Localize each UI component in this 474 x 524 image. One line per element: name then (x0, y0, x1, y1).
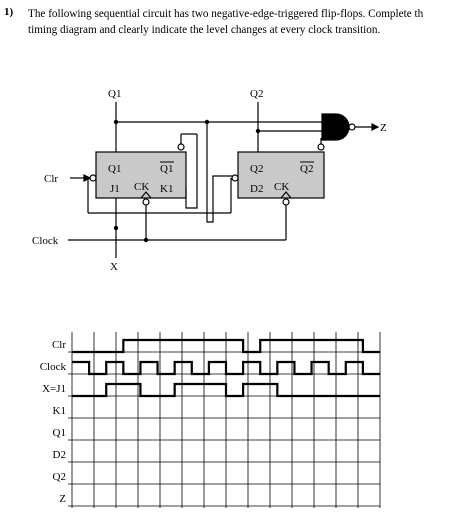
timing-row-label: Q1 (53, 427, 66, 439)
clr-bubble-2 (231, 174, 239, 182)
clr-arrow (83, 174, 92, 182)
ff2-d-label: D2 (250, 183, 263, 195)
timing-row-label: X=J1 (42, 383, 66, 395)
z-arrow (371, 123, 380, 131)
ck2-triangle (280, 191, 292, 199)
clock-waveform (72, 360, 380, 376)
ck1-triangle (140, 191, 152, 199)
label-q1-top: Q1 (108, 88, 121, 100)
ff1-q-label: Q1 (108, 163, 121, 175)
junction-dots (113, 119, 261, 243)
x-j1-waveform (72, 382, 380, 398)
timing-row-label: Clock (40, 361, 67, 373)
timing-row-label: K1 (53, 405, 66, 417)
and-gate-bubble (348, 123, 356, 131)
problem-line-2: timing diagram and clearly indicate the … (28, 24, 381, 36)
ff2-ck-label: CK (274, 181, 289, 193)
flip-flop-2 (237, 151, 325, 199)
ck2-bubble (282, 198, 290, 206)
label-clock: Clock (32, 235, 59, 247)
and-gate (321, 113, 350, 141)
ff2-qbar-label: Q2 (300, 163, 313, 175)
clr-bubble-1 (89, 174, 97, 182)
timing-grid (68, 332, 381, 508)
flip-flop-1 (95, 151, 187, 199)
timing-row-label: Z (59, 493, 66, 505)
label-z: Z (380, 122, 387, 134)
ff1-k-label: K1 (160, 183, 173, 195)
problem-line-1: The following sequential circuit has two… (28, 8, 424, 20)
q2bar-bubble (317, 143, 325, 151)
ff1-ck-label: CK (134, 181, 149, 193)
q1bar-bubble (177, 143, 185, 151)
problem-statement: The following sequential circuit has two… (28, 6, 474, 38)
ff1-qbar-label: Q1 (160, 163, 173, 175)
ff1-j-label: J1 (110, 183, 120, 195)
timing-row-label: Q2 (53, 471, 66, 483)
ck1-bubble (142, 198, 150, 206)
problem-number: 1) (4, 6, 14, 18)
timing-row-label: Clr (52, 339, 66, 351)
circuit-diagram (68, 102, 380, 258)
d2-input-wire (206, 122, 238, 223)
k1-feed-wire (185, 134, 198, 209)
ff2-q-label: Q2 (250, 163, 263, 175)
label-q2-top: Q2 (250, 88, 263, 100)
clr-waveform (72, 338, 380, 354)
label-x: X (110, 261, 118, 273)
timing-row-label: D2 (53, 449, 66, 461)
label-clr: Clr (44, 173, 58, 185)
timing-waveforms (72, 338, 380, 398)
